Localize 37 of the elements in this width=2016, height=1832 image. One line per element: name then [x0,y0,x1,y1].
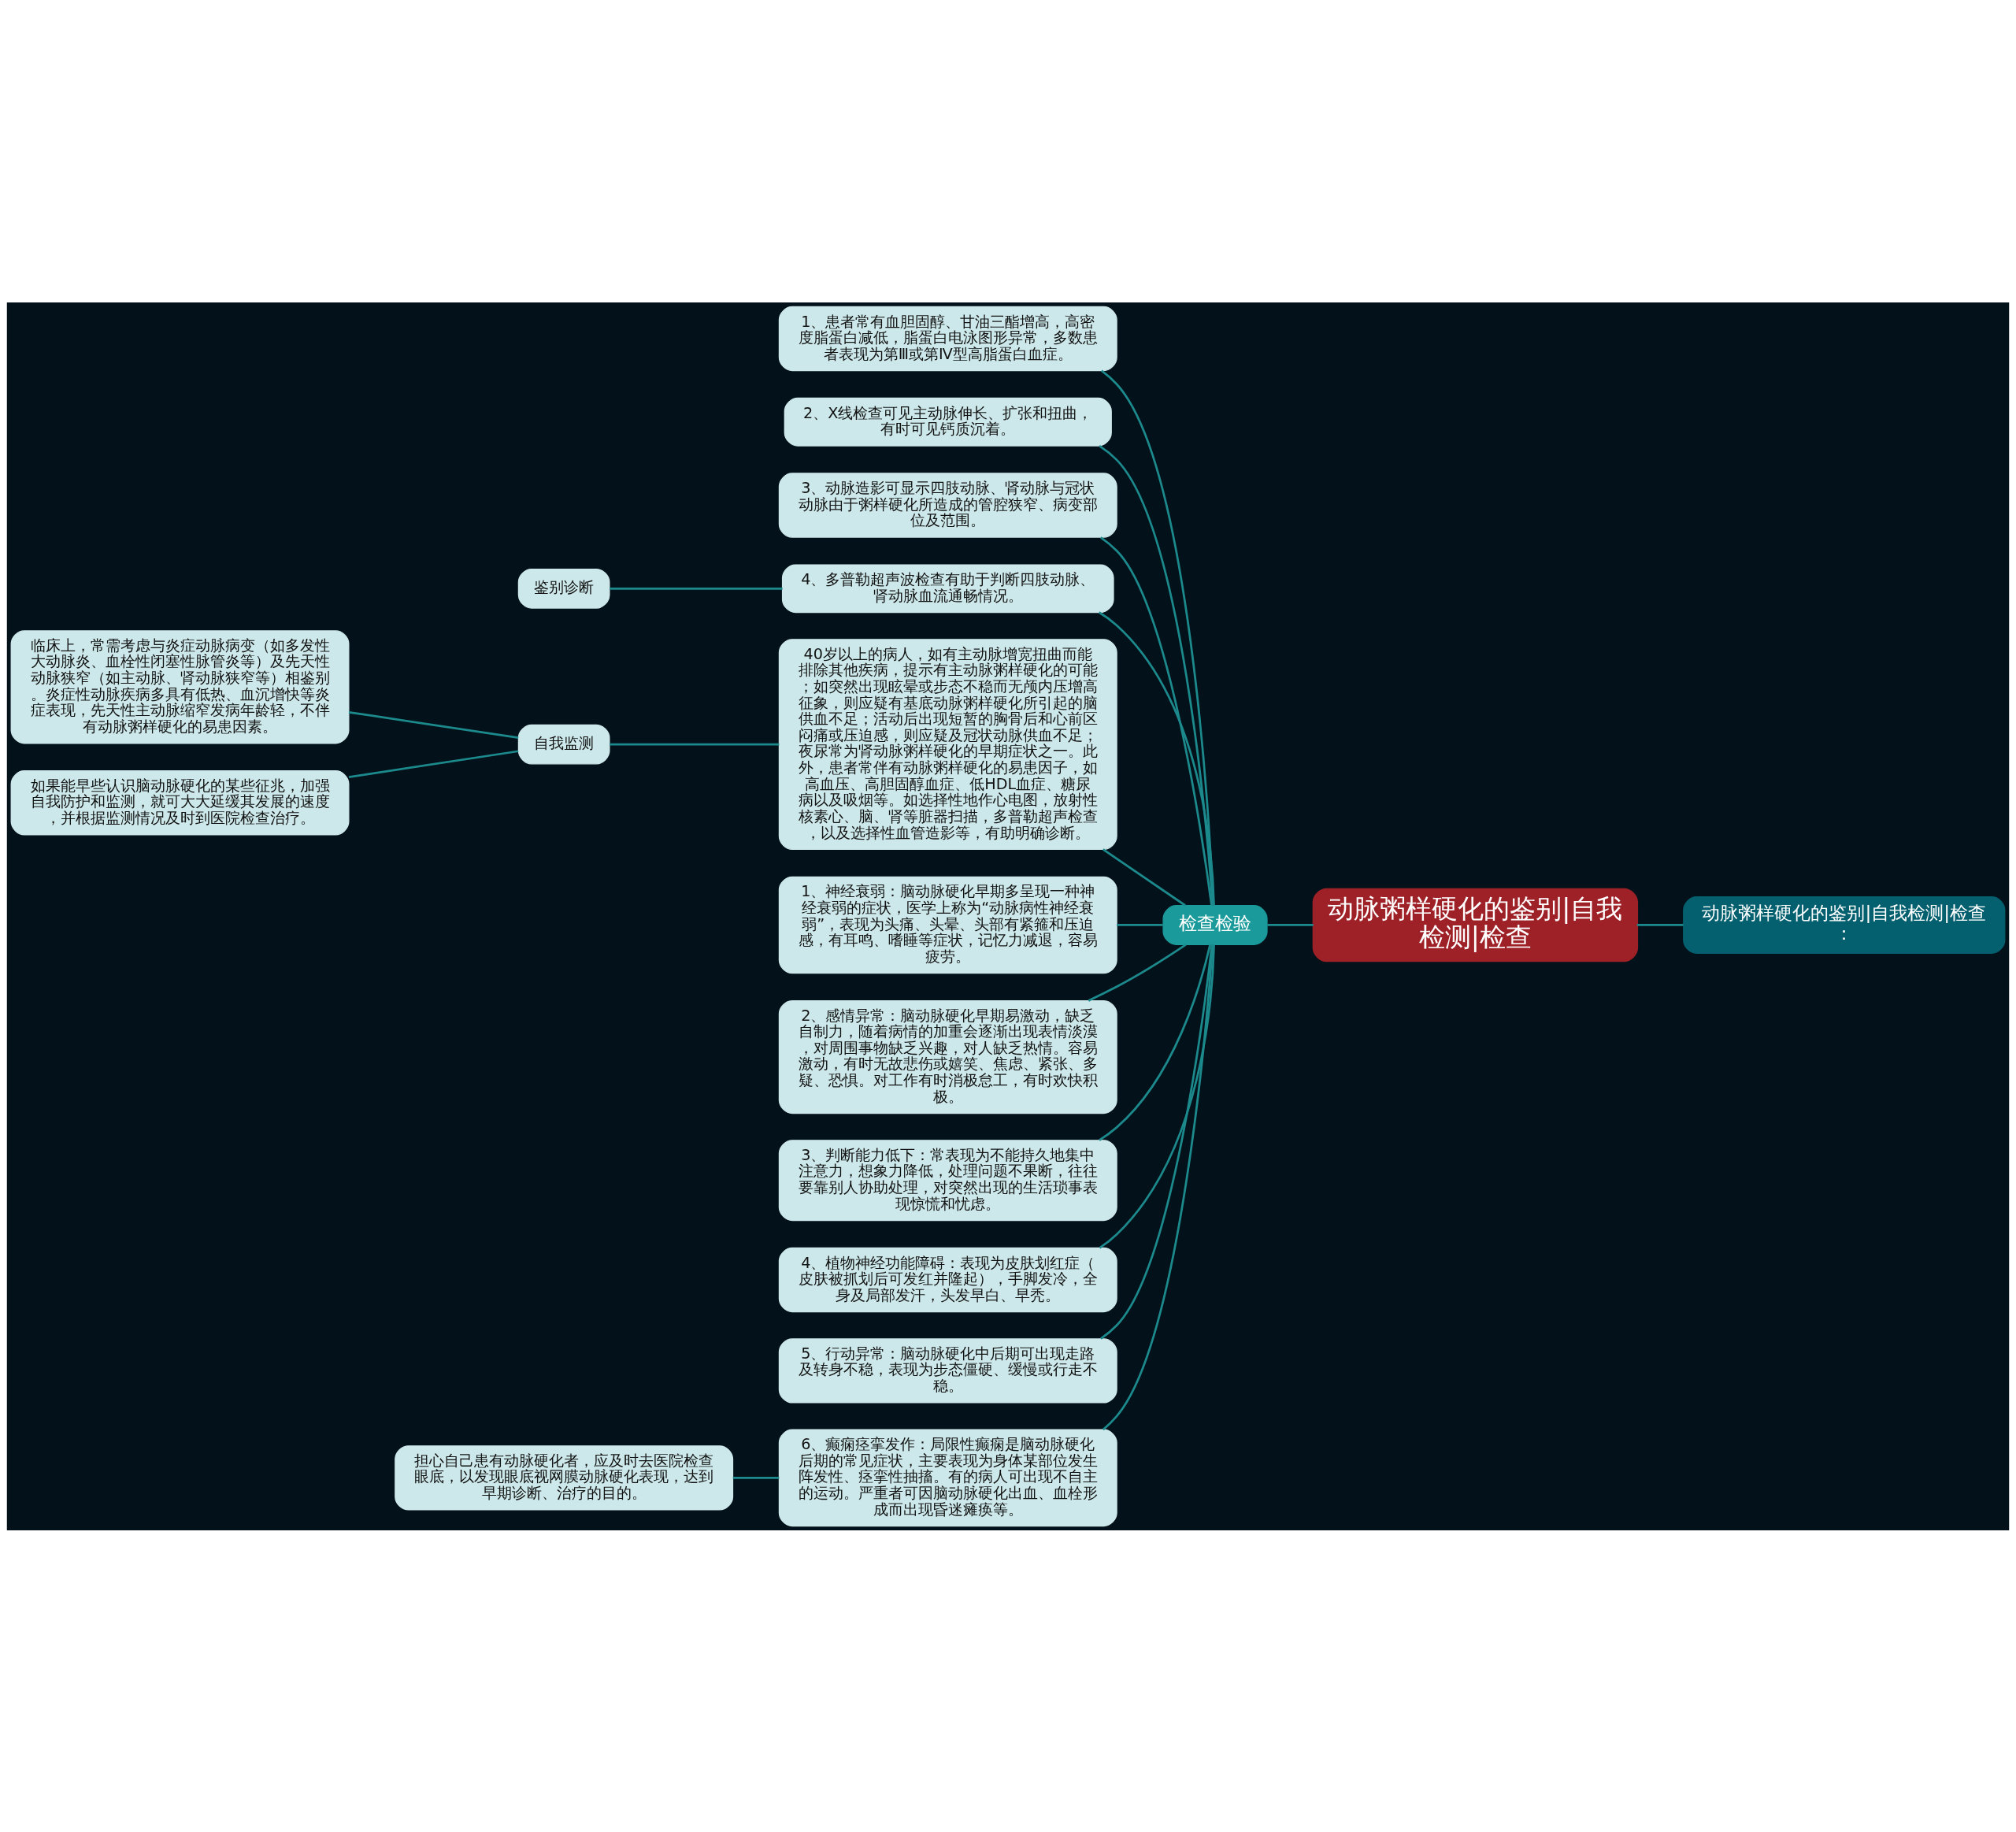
connector [1100,536,1213,906]
connector [1102,847,1186,907]
node-box: 2、感情异常：脑动脉硬化早期易激动，缺乏自制力，随着病情的加重会逐渐出现表情淡漠，对周围事物缺乏兴趣，对人缺乏热情。容易激动，有时无故悲伤或嬉笑、焦虑、紧张、多疑、恐惧。对工作有时消极怠工，有时欢快积极。 [778,999,1117,1114]
connector [1636,923,1684,926]
connector [1101,369,1215,906]
node-box: 自我监测 [517,724,610,764]
connector [1102,944,1214,1430]
node-box: 3、判断能力低下：常表现为不能持久地集中注意力，想象力降低，处理问题不果断，往往要靠别人协助处理，对突然出现的生活琐事表现惊慌和忧虑。 [778,1139,1117,1221]
node-box: 如果能早些认识脑动脉硬化的某些征兆，加强自我防护和监测，就可大大延缓其发展的速度，并根据监测情况及时到医院检查治疗。 [10,770,350,835]
node-box: 1、神经衰弱：脑动脉硬化早期多呈现一种神经衰弱的症状，医学上称为“动脉病性神经衰弱”，表现为头痛、头晕、头部有紧箍和压迫感，有耳鸣、嗜睡等症状，记忆力减退，容易疲劳。 [778,876,1117,973]
connector [1099,944,1215,1249]
connector [1267,923,1314,926]
node-box: 动脉粥样硬化的鉴别|自我检测|检查 [1312,888,1639,962]
connector [610,587,783,590]
connector [1099,444,1214,906]
node-box: 临床上，常需考虑与炎症动脉病变（如多发性大动脉炎、血栓性闭塞性脉管炎等）及先天性动脉狭窄（如主动脉、肾动脉狭窄等）相鉴别。炎症性动脉疾病多具有低热、血沉增快等炎症表现，先天性主动脉缩窄发病年龄轻，不伴有动脉粥样硬化的易患因素。 [10,629,350,744]
connector [1117,923,1163,926]
connector [1088,943,1187,1002]
node-box: 检查检验 [1162,904,1268,945]
node-box: 担心自己患有动脉硬化者，应及时去医院检查眼底，以发现眼底视网膜动脉硬化表现，达到早期诊断、治疗的目的。 [395,1444,734,1511]
node-box: 鉴别诊断 [517,568,610,609]
connector [348,749,519,778]
node-box: 动脉粥样硬化的鉴别|自我检测|检查： [1683,896,2006,954]
node-box: 40岁以上的病人，如有主动脉增宽扭曲而能排除其他疾病，提示有主动脉粥样硬化的可能；如突然出现眩晕或步态不稳而无颅内压增高征象，则应疑有基底动脉粥样硬化所引起的脑供血不足；活动后出现短暂的胸骨后和心前区闷痛或压迫感，则应疑及冠状动脉供血不足；夜尿常为肾动脉粥样硬化的早期症状之一。此外，患者常伴有动脉粥样硬化的易患因子，如高血压、高胆固醇血症、低HDL血症、糖尿病以及吸烟等。如选择性地作心电图，放射性核素心、脑、肾等脏器扫描，多普勒超声检查，以及选择性血管造影等，有助明确诊断。 [778,638,1117,850]
connector [732,1476,780,1479]
node-box: 3、动脉造影可显示四肢动脉、肾动脉与冠状动脉由于粥样硬化所造成的管腔狭窄、病变部位及范围。 [778,472,1117,538]
connector [1099,610,1215,906]
node-box: 2、X线检查可见主动脉伸长、扩张和扭曲，有时可见钙质沉着。 [784,397,1112,447]
connector [348,710,519,739]
node-box: 6、癫痫痉挛发作：局限性癫痫是脑动脉硬化后期的常见症状，主要表现为身体某部位发生阵发性、痉挛性抽搐。有的病人可出现不自主的运动。严重者可因脑动脉硬化出血、血栓形成而出现昏迷瘫痪等。 [778,1429,1117,1526]
node-box: 1、患者常有血胆固醇、甘油三酯增高，高密度脂蛋白减低，脂蛋白电泳图形异常，多数患者表现为第Ⅲ或第Ⅳ型高脂蛋白血症。 [778,306,1117,371]
connector [1100,944,1214,1340]
node-box: 4、植物神经功能障碍：表现为皮肤划红症（皮肤被抓划后可发红并隆起），手脚发冷，全身及局部发汗，头发早白、早秃。 [778,1247,1117,1312]
connector [610,743,780,745]
node-box: 4、多普勒超声波检查有助于判断四肢动脉、肾动脉血流通畅情况。 [781,563,1114,613]
connector [1099,944,1211,1141]
node-box: 5、行动异常：脑动脉硬化中后期可出现走路及转身不稳，表现为步态僵硬、缓慢或行走不稳。 [778,1337,1117,1404]
